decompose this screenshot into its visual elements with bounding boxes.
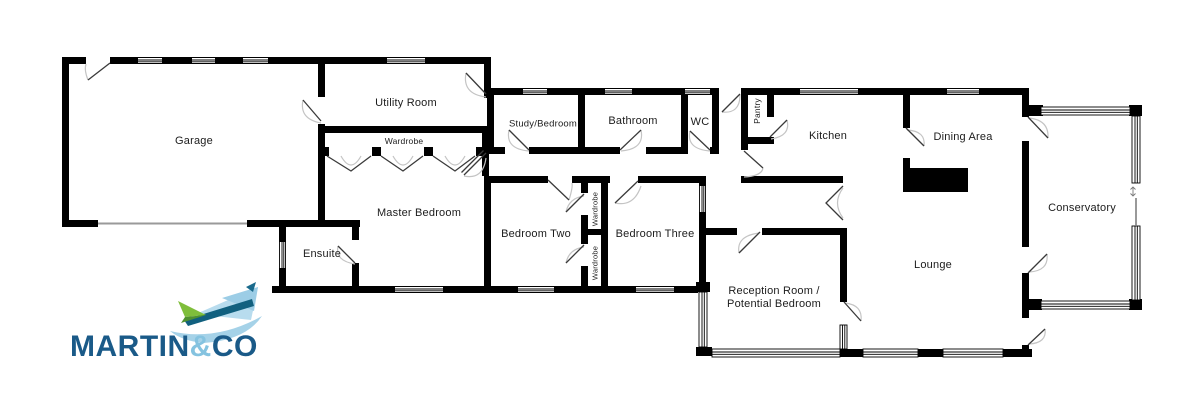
room-label-reception: Reception Room / Potential Bedroom [727,285,821,311]
room-label-wardrobe-master: Wardrobe [384,136,424,146]
room-label-ensuite: Ensuite [302,248,342,260]
room-label-master: Master Bedroom [376,207,462,219]
door-leaves [87,62,1049,346]
agency-logo-text: MARTIN&CO [70,330,258,364]
room-label-dining: Dining Area [933,131,993,143]
chimney-breast [903,168,968,192]
room-label-study: Study/Bedroom [508,118,578,130]
room-label-bedroom-three: Bedroom Three [615,228,695,240]
sliding-door-marker [1130,186,1137,226]
agency-logo: MARTIN&CO [66,278,276,373]
agency-logo-graphic [170,282,262,343]
room-label-conservatory: Conservatory [1048,202,1116,214]
glazed-walls [698,106,1141,358]
reception-line2: Potential Bedroom [727,298,821,310]
reception-line1: Reception Room / [728,285,820,297]
room-label-bathroom: Bathroom [608,115,658,127]
logo-ampersand: & [189,330,212,363]
room-label-wardrobe-bottom: Wardrobe [590,245,600,281]
room-label-bedroom-two: Bedroom Two [501,228,571,240]
room-label-wc: WC [690,116,710,128]
room-label-garage: Garage [175,135,213,147]
door-arcs [84,63,1049,345]
logo-martin: MARTIN [70,330,190,363]
room-label-wardrobe-top: Wardrobe [590,191,600,227]
room-label-pantry: Pantry [752,98,762,124]
room-label-lounge: Lounge [914,259,952,271]
walls [62,57,1142,357]
windows [138,57,979,293]
logo-co: CO [211,330,258,363]
room-label-kitchen: Kitchen [808,130,848,142]
room-label-utility: Utility Room [375,97,437,109]
